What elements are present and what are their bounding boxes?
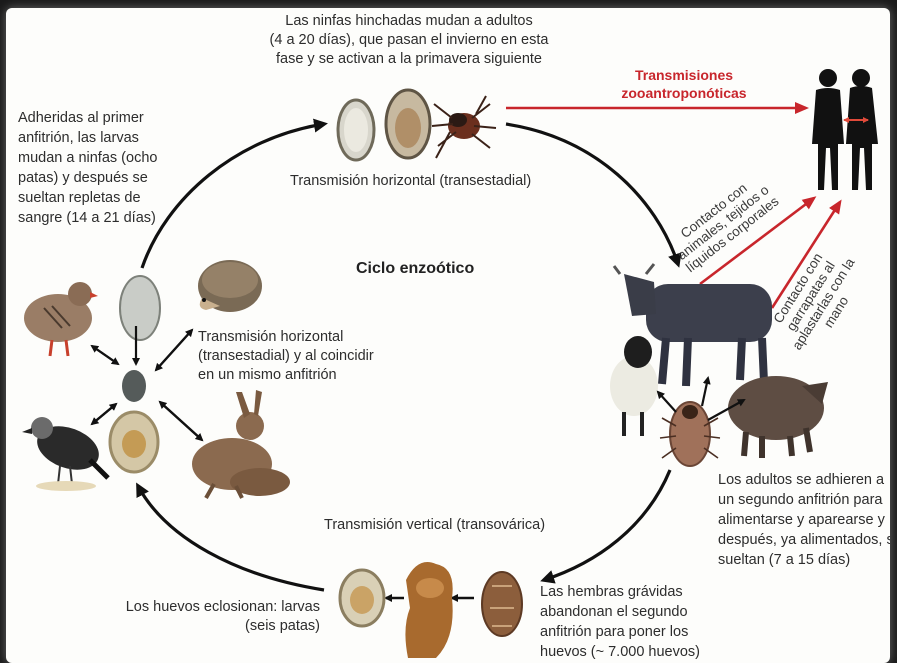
top-stage-line-3: fase y se activan a la primavera siguien…: [244, 50, 574, 69]
bottom-right-line-1: Las hembras grávidas: [540, 582, 720, 602]
diagram-card: Las ninfas hinchadas mudan a adultos (4 …: [6, 8, 890, 663]
arrow-top-to-right: [506, 124, 678, 264]
bottom-left-line-2: (seis patas): [102, 617, 320, 636]
bottom-caption: Transmisión vertical (transovárica): [324, 516, 564, 535]
middle-stage-line-2: (transestadial) y al coincidir: [198, 347, 418, 366]
nymph-icon: [120, 276, 160, 340]
arrow-bottom-to-left: [138, 486, 324, 590]
right-stage-text: Los adultos se adhieren a un segundo anf…: [718, 470, 890, 570]
left-stage-text: Adheridas al primer anfitrión, las larva…: [18, 108, 198, 228]
adult-female-tick-icon: [660, 402, 720, 466]
diagram-title: Ciclo enzoótico: [356, 260, 474, 278]
bottom-right-line-3: anfitrión para poner los: [540, 622, 720, 642]
adult-tick-icon: [432, 96, 496, 158]
zoonotic-title-line-1: Transmisiones: [604, 66, 764, 84]
hedgehog-icon: [198, 260, 262, 312]
right-stage-line-2: un segundo anfitrión para: [718, 490, 890, 510]
left-stage-line-3: mudan a ninfas (ocho: [18, 148, 198, 168]
zoonotic-title-line-2: zooantroponóticas: [604, 84, 764, 102]
bottom-right-line-2: abandonan el segundo: [540, 602, 720, 622]
middle-stage-line-1: Transmisión horizontal: [198, 328, 418, 347]
bottom-right-line-4: huevos (~ 7.000 huevos): [540, 642, 720, 662]
left-stage-line-2: anfitrión, las larvas: [18, 128, 198, 148]
right-stage-line-5: sueltan (7 a 15 días): [718, 550, 890, 570]
middle-stage-line-3: en un mismo anfitrión: [198, 366, 418, 385]
top-stage-line-1: Las ninfas hinchadas mudan a adultos: [244, 12, 574, 31]
bottom-stage-illustration: [340, 562, 522, 658]
bottom-left-line-1: Los huevos eclosionan: larvas: [102, 598, 320, 617]
top-stage-text: Las ninfas hinchadas mudan a adultos (4 …: [244, 12, 574, 69]
larva-tick-icon: [122, 370, 146, 402]
partridge-icon: [24, 282, 98, 356]
top-stage-line-2: (4 a 20 días), que pasan el invierno en …: [244, 31, 574, 50]
left-stage-line-1: Adheridas al primer: [18, 108, 198, 128]
bottom-left-text: Los huevos eclosionan: larvas (seis pata…: [102, 598, 320, 636]
right-stage-line-4: después, ya alimentados, se: [718, 530, 890, 550]
wild-boar-icon: [728, 376, 828, 458]
left-stage-line-4: patas) y después se: [18, 168, 198, 188]
humans-icon: [812, 69, 878, 190]
bottom-right-text: Las hembras grávidas abandonan el segund…: [540, 582, 720, 662]
egg-mass-icon: [405, 562, 452, 658]
sheep-icon: [610, 336, 658, 436]
hare-icon: [192, 390, 290, 498]
gravid-female-tick-icon: [482, 572, 522, 636]
left-stage-line-6: sangre (14 a 21 días): [18, 208, 198, 228]
left-stage-line-5: sueltan repletas de: [18, 188, 198, 208]
middle-stage-text: Transmisión horizontal (transestadial) y…: [198, 328, 418, 385]
right-stage-line-1: Los adultos se adhieren a: [718, 470, 890, 490]
top-stage-illustration: [338, 90, 496, 160]
crow-icon: [22, 417, 108, 491]
right-stage-line-3: alimentarse y aparearse y: [718, 510, 890, 530]
top-caption: Transmisión horizontal (transestadial): [290, 172, 570, 191]
zoonotic-title: Transmisiones zooantroponóticas: [604, 66, 764, 102]
